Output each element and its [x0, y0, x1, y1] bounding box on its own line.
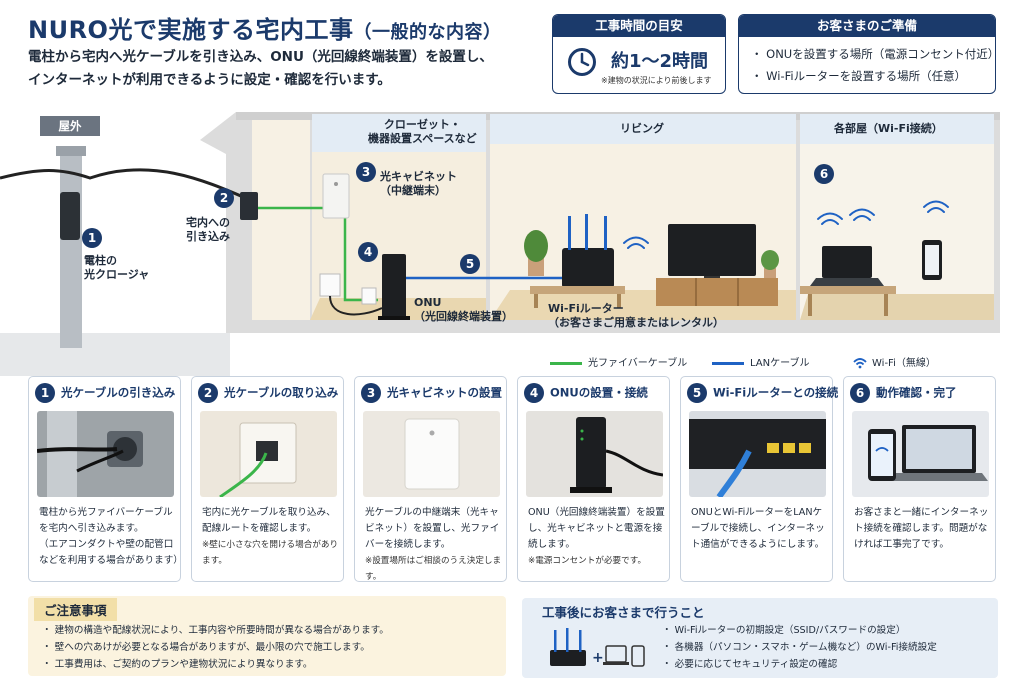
work-time-note: ※建物の状況により前後します [601, 76, 712, 85]
router-label: Wi-Fiルーター （お客さまご用意またはレンタル） [548, 302, 724, 329]
step-text: ONUとWi-FiルーターをLANケーブルで接続し、インターネット通信ができるよ… [691, 507, 825, 550]
caution-panel: ご注意事項 ・ 建物の構造や配線状況により、工事内容や所要時間が異なる場合があり… [28, 596, 506, 676]
after-work-list: ・ Wi-Fiルーターの初期設定（SSID/パスワードの設定） ・ 各機器（パソ… [662, 622, 937, 673]
house-scene: 屋外 クローゼット・ 機器設置スペースなど リビング 各部屋（Wi-Fi接続） … [0, 108, 1024, 376]
legend-lan: LANケーブル [712, 354, 810, 369]
legend-fiber: 光ファイバーケーブル [550, 354, 687, 369]
lan-line-swatch [712, 361, 744, 365]
legend-wifi: Wi-Fi（無線） [852, 354, 936, 369]
caution-item: ・ 工事費用は、ご契約のプランや建物状況により異なります。 [42, 659, 313, 670]
customer-prep-heading: お客さまのご準備 [739, 15, 995, 37]
step-text: 光ケーブルの中継端末（光キャビネット）を設置し、光ファイバーを接続します。 ※設… [365, 507, 502, 582]
step-photo-wall-port [200, 411, 337, 497]
after-work-item: ・ 必要に応じてセキュリティ設定の確認 [662, 659, 838, 670]
step-text: ONU（光回線終端装置）を設置し、光キャビネットと電源を接続します。 ※電源コン… [528, 507, 665, 566]
description-line-2: インターネットが利用できるように設定・確認を行います。 [28, 72, 391, 88]
description-line-1: 電柱から宅内へ光ケーブルを引き込み、ONU（光回線終端装置）を設置し、 [28, 49, 493, 65]
scene-marker-1: 1 [82, 228, 102, 248]
step-photo-onu [526, 411, 663, 497]
pole-label: 電柱の 光クロージャ [84, 254, 150, 281]
scene-marker-2: 2 [214, 188, 234, 208]
work-time-value: 約1〜2時間 [611, 51, 709, 72]
work-time-box: 工事時間の目安 約1〜2時間 ※建物の状況により前後します [552, 14, 726, 94]
step-photo-devices [852, 411, 989, 497]
step-text: 宅内に光ケーブルを取り込み、配線ルートを確認します。 ※壁に小さな穴を開ける場合… [202, 507, 339, 566]
after-work-item: ・ Wi-Fiルーターの初期設定（SSID/パスワードの設定） [662, 625, 906, 636]
step-photo-pole-cable [37, 411, 174, 497]
page-description: 電柱から宅内へ光ケーブルを引き込み、ONU（光回線終端装置）を設置し、 インター… [28, 46, 493, 92]
caution-heading: ご注意事項 [34, 598, 117, 621]
step-photo-cabinet [363, 411, 500, 497]
page-title-sub: （一般的な内容） [353, 22, 502, 43]
house-illustration [0, 112, 1000, 376]
caution-item: ・ 壁への穴あけが必要となる場合がありますが、最小限の穴で施工します。 [42, 642, 370, 653]
living-label: リビング [620, 122, 664, 135]
prep-item: ・ Wi-Fiルーターを設置する場所（任意） [751, 69, 967, 83]
caution-item: ・ 建物の構造や配線状況により、工事内容や所要時間が異なる場合があります。 [42, 625, 389, 636]
caution-list: ・ 建物の構造や配線状況により、工事内容や所要時間が異なる場合があります。 ・ … [42, 622, 389, 673]
clock-icon [568, 48, 596, 76]
svg-text:+: + [592, 650, 604, 666]
step-photo-router-lan [689, 411, 826, 497]
step-text: お客さまと一緒にインターネット接続を確認します。問題がなければ工事完了です。 [854, 507, 989, 550]
onu-label: ONU （光回線終端装置） [414, 296, 513, 323]
page-title: NURO光で実施する宅内工事（一般的な内容） [28, 16, 502, 44]
step-text: 電柱から光ファイバーケーブルを宅内へ引き込みます。 （エアコンダクトや壁の配管口… [39, 507, 183, 566]
after-work-heading: 工事後にお客さまで行うこと [542, 605, 705, 620]
customer-prep-box: お客さまのご準備 ・ ONUを設置する場所（電源コンセント付近） ・ Wi-Fi… [738, 14, 996, 94]
after-work-item: ・ 各機器（パソコン・スマホ・ゲーム機など）のWi-Fi接続設定 [662, 642, 937, 653]
work-time-heading: 工事時間の目安 [553, 15, 725, 37]
scene-marker-6: 6 [814, 164, 834, 184]
cabinet-label: 光キャビネット （中継端末） [380, 170, 457, 197]
router-and-devices-icon: + [550, 628, 645, 667]
scene-marker-4: 4 [358, 242, 378, 262]
scene-marker-5: 5 [460, 254, 480, 274]
scene-marker-3: 3 [356, 162, 376, 182]
rooms-label: 各部屋（Wi-Fi接続） [834, 122, 943, 135]
wifi-icon [853, 358, 867, 369]
closet-label: クローゼット・ 機器設置スペースなど [368, 118, 477, 145]
after-work-panel: 工事後にお客さまで行うこと + ・ Wi-Fiルーターの初期設定（SSID/パス… [522, 598, 998, 678]
prep-item: ・ ONUを設置する場所（電源コンセント付近） [751, 47, 996, 61]
customer-prep-list: ・ ONUを設置する場所（電源コンセント付近） ・ Wi-Fiルーターを設置する… [751, 43, 995, 87]
indoor-entry-label: 宅内への 引き込み [186, 216, 230, 243]
fiber-line-swatch [550, 361, 582, 365]
outdoor-tag: 屋外 [40, 116, 100, 136]
